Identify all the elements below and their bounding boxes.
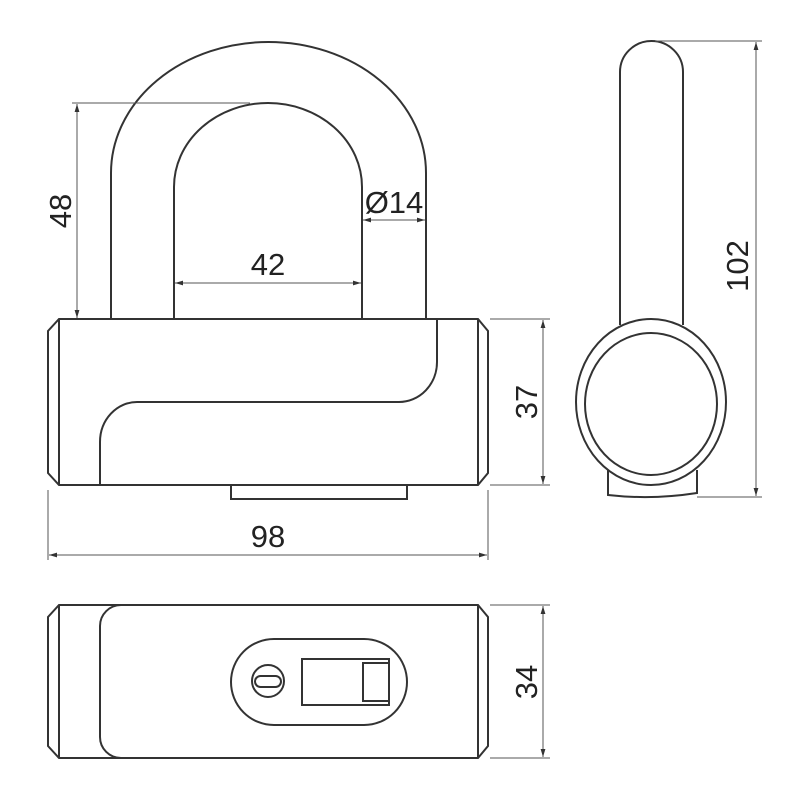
shackle-outer — [110, 41, 427, 319]
body-s-curve — [99, 319, 438, 485]
bottom-body — [47, 604, 489, 759]
dimension-total-height: 102 — [655, 40, 762, 498]
shutter-outer — [301, 658, 390, 706]
dim-label-d14: Ø14 — [365, 185, 424, 220]
side-bottom-tab — [607, 470, 698, 499]
dimension-body-height: 37 — [490, 318, 550, 486]
keyway-oval — [230, 638, 408, 726]
bottom-inner-panel — [99, 604, 478, 759]
keyhole-slot — [254, 675, 282, 688]
side-shackle — [619, 40, 684, 325]
dim-label-48: 48 — [43, 194, 78, 228]
side-view: 102 — [575, 40, 762, 499]
dim-label-98: 98 — [251, 519, 285, 554]
keyhole-icon — [251, 664, 285, 698]
dim-label-102: 102 — [720, 240, 755, 292]
dimension-body-depth: 34 — [490, 604, 550, 759]
dim-label-42: 42 — [251, 247, 285, 282]
dim-label-34: 34 — [509, 665, 544, 699]
front-view: 48 42 Ø14 37 98 — [43, 41, 550, 560]
side-body-inner — [584, 332, 718, 476]
side-body-outer — [575, 318, 727, 486]
dimension-shackle-height: 48 — [43, 102, 250, 318]
bottom-view: 34 — [47, 604, 550, 759]
dim-label-37: 37 — [509, 385, 544, 419]
dimension-body-width: 98 — [47, 490, 489, 560]
key-cylinder-tab — [230, 484, 408, 500]
dimension-shackle-inner-width: 42 — [175, 247, 361, 286]
shutter-inner — [362, 662, 390, 702]
shackle-inner — [173, 102, 363, 319]
dimension-shackle-diameter: Ø14 — [363, 185, 425, 223]
